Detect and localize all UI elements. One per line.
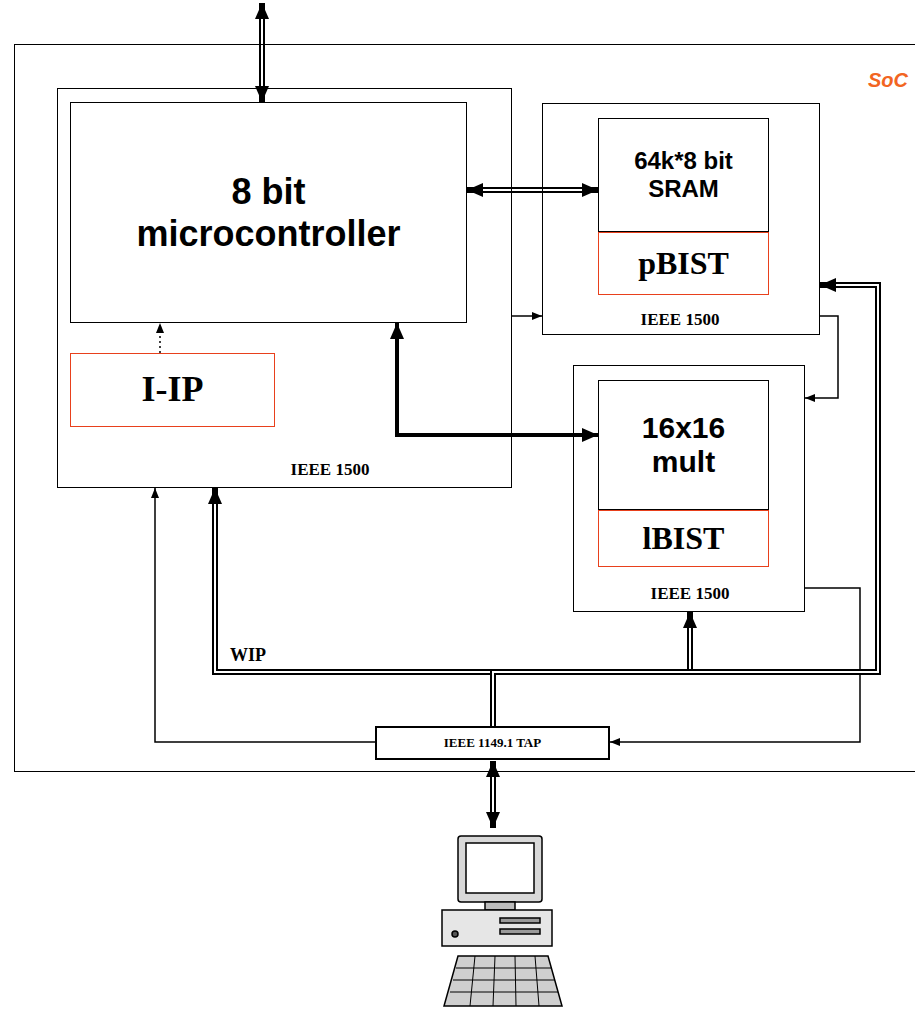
box-label: 8 bit microcontroller <box>109 171 429 254</box>
box-label: 16x16 mult <box>609 411 759 480</box>
block-label: SoC <box>868 69 908 92</box>
connector-line <box>512 315 542 317</box>
monitor-case <box>458 836 542 902</box>
connector <box>512 316 542 317</box>
connector <box>215 488 493 726</box>
connector-line <box>397 323 598 435</box>
bus-label: WIP <box>230 645 266 666</box>
layout-art <box>262 3 562 1006</box>
connector-line <box>493 285 878 726</box>
wrapper-box: IEEE 1500 8 bit microcontrollerI-IP <box>57 88 512 488</box>
connector-inner <box>493 285 878 726</box>
wrapper-box: IEEE 1500 16x16 mult lBIST <box>573 365 805 612</box>
monitor-screen <box>466 843 534 893</box>
soc-boundary: SoCIEEE 15008 bit microcontrollerI-IPIEE… <box>14 44 915 772</box>
computer-illustration <box>442 836 562 1006</box>
connector-line <box>467 187 598 193</box>
power-led <box>452 931 458 937</box>
wrapper-box: IEEE 1500 64k*8 bit SRAM pBIST <box>542 103 820 335</box>
tap-controller-box: IEEE 1149.1 TAP <box>375 726 610 760</box>
bist-box: I-IP <box>70 353 275 427</box>
block-label: IEEE 1500 <box>641 310 720 330</box>
keyboard-keys <box>450 968 558 992</box>
connector <box>160 323 161 353</box>
box-label: pBIST <box>638 245 729 282</box>
connector-inner <box>493 628 690 726</box>
box-label: lBIST <box>643 520 725 557</box>
drive-slot <box>500 918 540 923</box>
connector-inner <box>483 189 582 191</box>
arrow-inner <box>492 777 494 812</box>
keyboard <box>444 956 562 1006</box>
connector-layer <box>155 190 878 742</box>
connector <box>493 285 878 726</box>
box-label: I-IP <box>142 369 204 410</box>
bist-box: lBIST <box>598 510 769 567</box>
block-label: IEEE 1500 <box>291 460 370 480</box>
connector-inner <box>215 504 493 726</box>
connector-line <box>805 316 838 398</box>
process-box: 16x16 mult <box>598 380 769 510</box>
connector <box>467 190 598 191</box>
memory-box: 64k*8 bit SRAM <box>598 118 769 232</box>
connector-line <box>155 488 375 742</box>
keyboard-keys <box>470 956 539 1006</box>
drive-slot <box>500 929 540 934</box>
connector <box>155 488 375 742</box>
connector-line <box>215 488 493 726</box>
computer-case <box>442 910 552 946</box>
connector <box>805 316 838 398</box>
connector <box>397 323 598 435</box>
box-label: 64k*8 bit SRAM <box>609 147 759 202</box>
connector-line <box>159 323 161 353</box>
bist-box: pBIST <box>598 232 769 295</box>
process-box: 8 bit microcontroller <box>70 102 467 323</box>
arrow-inner <box>261 19 263 86</box>
block-label: IEEE 1500 <box>651 584 730 604</box>
box-label: IEEE 1149.1 TAP <box>444 736 541 751</box>
monitor-stand <box>485 902 515 910</box>
